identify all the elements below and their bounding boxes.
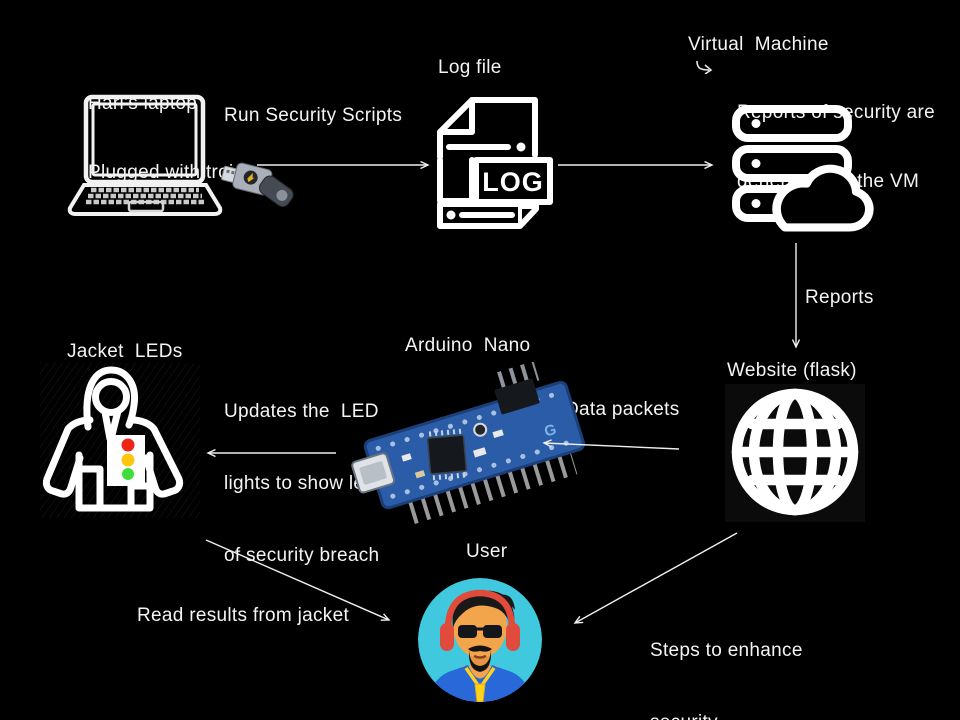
read-results-label: Read results from jacket [137,605,350,626]
led-red [121,438,135,452]
user-label: User [466,541,508,562]
reports-label: Reports [805,287,874,308]
user-avatar [418,578,542,702]
hook-arrow-icon [696,60,713,74]
svg-text:G: G [542,421,558,441]
updates-led-line1: Updates the LED [224,401,379,422]
updates-led-line3: of security breach [224,545,380,566]
jacket-icon [40,363,200,518]
globe-icon [725,384,865,522]
led-green [122,468,134,480]
website-label: Website (flask) [727,360,857,381]
led-yellow [121,453,135,467]
arduino-board-image: G [350,362,600,532]
steps-enhance-line1: Steps to enhance [650,640,803,661]
run-security-scripts-label: Run Security Scripts [224,105,403,126]
jacket-label: Jacket LEDs [67,341,183,362]
log-file-label: Log file [438,57,502,78]
log-file-icon: LOG [437,97,553,229]
log-badge-text: LOG [482,167,544,197]
laptop-icon [67,94,223,216]
virtual-machine-label: Virtual Machine [688,34,829,55]
steps-enhance-line2: security [650,711,803,720]
laptop-label-line2: Plugged with trojan [88,162,256,183]
server-cloud-icon [732,105,874,232]
steps-enhance-note: Steps to enhance security [650,591,803,720]
arduino-label: Arduino Nano [405,335,531,356]
usb-trojan-dongle-icon [221,162,294,208]
